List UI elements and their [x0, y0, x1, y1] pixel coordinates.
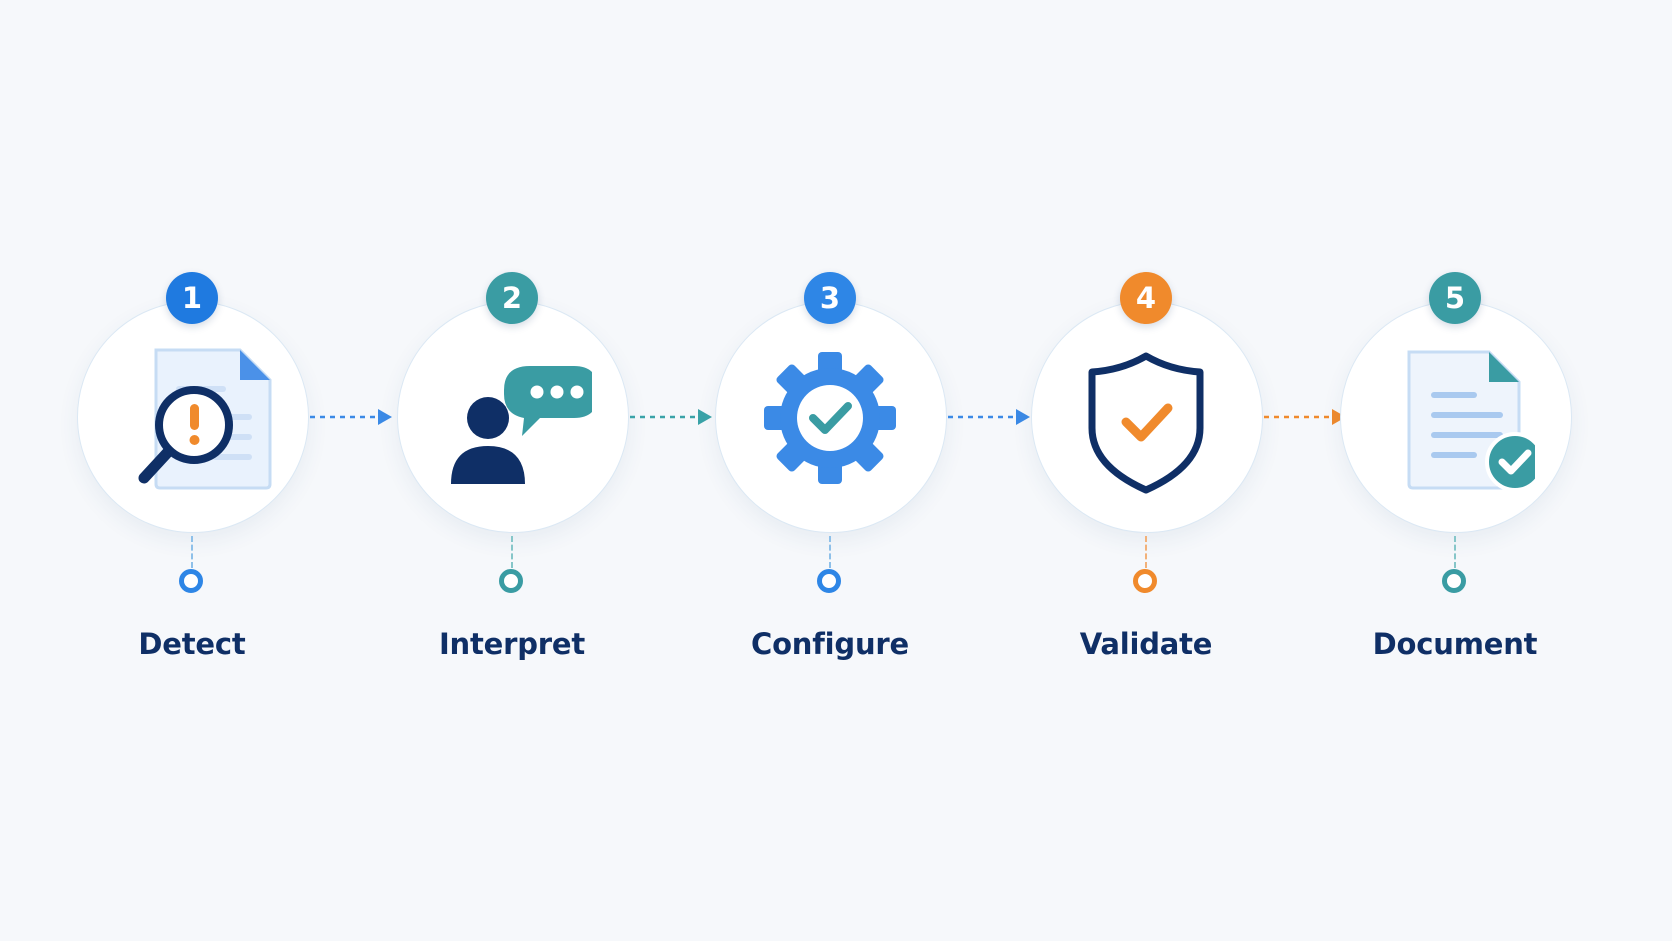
step-stem	[1145, 536, 1147, 568]
gear-check-icon	[764, 352, 896, 484]
step-number-badge: 5	[1429, 272, 1481, 324]
connector-arrow	[1264, 409, 1346, 425]
step-document: 5 Document	[1335, 0, 1575, 941]
step-number-badge: 2	[486, 272, 538, 324]
step-stem	[829, 536, 831, 568]
step-validate: 4 Validate	[1026, 0, 1266, 941]
step-label: Configure	[751, 627, 909, 661]
step-node	[817, 569, 841, 593]
step-circle	[715, 301, 947, 533]
step-number-badge: 1	[166, 272, 218, 324]
step-interpret: 2 Interpret	[392, 0, 632, 941]
document-check-icon	[1407, 350, 1535, 492]
shield-check-icon	[1088, 352, 1204, 494]
connector-arrow	[948, 409, 1030, 425]
step-label: Document	[1372, 627, 1538, 661]
step-node	[1442, 569, 1466, 593]
step-stem	[511, 536, 513, 568]
connector-arrow	[630, 409, 712, 425]
step-node	[1133, 569, 1157, 593]
step-number-badge: 3	[804, 272, 856, 324]
step-configure: 3 Configure	[710, 0, 950, 941]
connector-arrow	[310, 409, 392, 425]
step-node	[179, 569, 203, 593]
step-number-badge: 4	[1120, 272, 1172, 324]
step-stem	[191, 536, 193, 568]
step-label: Validate	[1079, 627, 1213, 661]
step-node	[499, 569, 523, 593]
step-detect: 1 Detect	[72, 0, 312, 941]
person-chat-icon	[451, 366, 592, 484]
step-label: Interpret	[438, 627, 586, 661]
step-label: Detect	[138, 627, 246, 661]
document-search-alert-icon	[138, 348, 272, 490]
step-stem	[1454, 536, 1456, 568]
step-circle	[397, 301, 629, 533]
